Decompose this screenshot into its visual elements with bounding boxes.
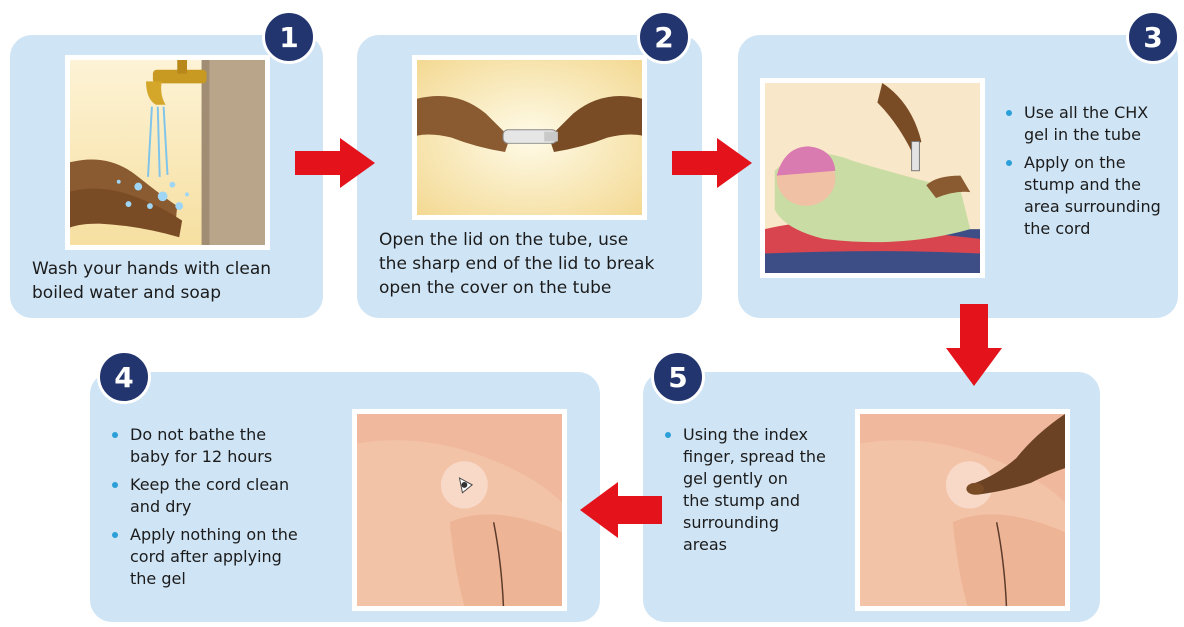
arrow-right-icon <box>672 138 752 188</box>
list-item: Apply nothing on the cord after applying… <box>110 524 330 590</box>
bullet-line: finger, spread the <box>683 446 843 468</box>
list-item: Use all the CHX gel in the tube <box>1004 102 1164 146</box>
step-4-card: Do not bathe the baby for 12 hours Keep … <box>90 372 600 622</box>
step-1-badge: 1 <box>262 10 316 64</box>
step-3-badge: 3 <box>1126 10 1180 64</box>
bullet-line: areas <box>683 534 843 556</box>
step-3-bullets: Use all the CHX gel in the tube Apply on… <box>1004 102 1164 246</box>
bullet-line: the stump and <box>683 490 843 512</box>
caption-line: open the cover on the tube <box>379 276 654 300</box>
tube-opening-illustration <box>412 55 647 220</box>
hand-washing-illustration <box>65 55 270 250</box>
bullet-line: area surrounding <box>1024 196 1164 218</box>
bullet-line: cord after applying <box>130 546 330 568</box>
step-1-caption: Wash your hands with clean boiled water … <box>32 257 271 305</box>
bullet-line: Apply nothing on the <box>130 524 330 546</box>
step-5-card: Using the index finger, spread the gel g… <box>643 372 1100 622</box>
tied-cord-illustration <box>352 409 567 611</box>
caption-line: Open the lid on the tube, use <box>379 228 654 252</box>
bullet-line: baby for 12 hours <box>130 446 330 468</box>
step-2-badge: 2 <box>637 10 691 64</box>
list-item: Keep the cord clean and dry <box>110 474 330 518</box>
bullet-line: the cord <box>1024 218 1164 240</box>
bullet-line: the gel <box>130 568 330 590</box>
list-item: Using the index finger, spread the gel g… <box>663 424 843 556</box>
caption-line: Wash your hands with clean <box>32 257 271 281</box>
arrow-down-icon <box>946 304 1002 386</box>
bullet-line: gel in the tube <box>1024 124 1164 146</box>
bullet-line: gel gently on <box>683 468 843 490</box>
arrow-left-icon <box>580 482 662 538</box>
list-item: Do not bathe the baby for 12 hours <box>110 424 330 468</box>
step-5-badge: 5 <box>651 350 705 404</box>
bullet-line: and dry <box>130 496 330 518</box>
step-4-badge: 4 <box>97 350 151 404</box>
bullet-line: Keep the cord clean <box>130 474 330 496</box>
step-2-caption: Open the lid on the tube, use the sharp … <box>379 228 654 300</box>
baby-gel-application-illustration <box>760 78 985 278</box>
caption-line: the sharp end of the lid to break <box>379 252 654 276</box>
bullet-line: Using the index <box>683 424 843 446</box>
step-4-bullets: Do not bathe the baby for 12 hours Keep … <box>110 424 330 596</box>
step-1-card: Wash your hands with clean boiled water … <box>10 35 323 318</box>
bullet-line: Use all the CHX <box>1024 102 1164 124</box>
finger-spreading-illustration <box>855 409 1070 611</box>
step-5-bullets: Using the index finger, spread the gel g… <box>663 424 843 562</box>
step-2-card: Open the lid on the tube, use the sharp … <box>357 35 702 318</box>
bullet-line: stump and the <box>1024 174 1164 196</box>
bullet-line: Do not bathe the <box>130 424 330 446</box>
list-item: Apply on the stump and the area surround… <box>1004 152 1164 240</box>
bullet-line: surrounding <box>683 512 843 534</box>
bullet-line: Apply on the <box>1024 152 1164 174</box>
caption-line: boiled water and soap <box>32 281 271 305</box>
step-3-card: Use all the CHX gel in the tube Apply on… <box>738 35 1178 318</box>
arrow-right-icon <box>295 138 375 188</box>
